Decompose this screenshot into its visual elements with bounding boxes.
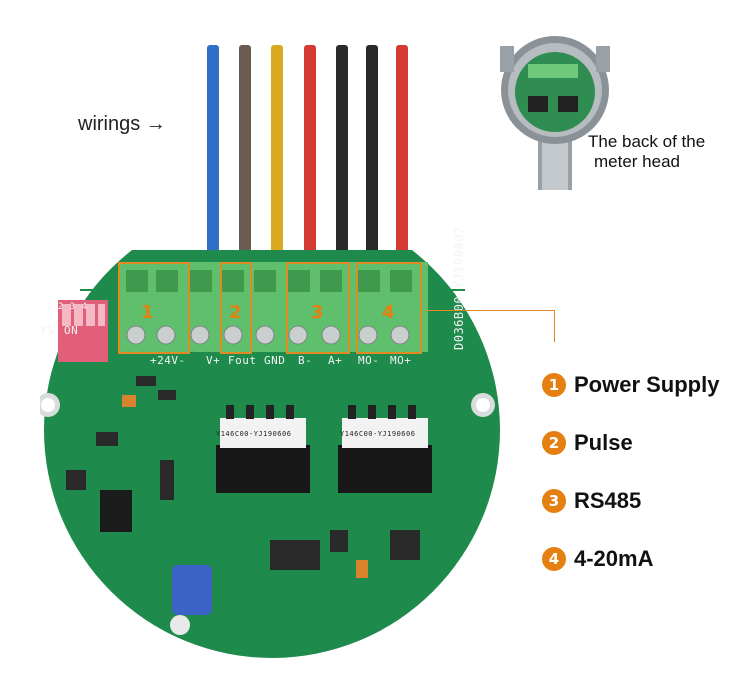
terminal-group-3-number: 3 (311, 302, 324, 323)
legend-badge: 3 (542, 489, 566, 513)
terminal-group-1-box (118, 262, 190, 354)
pin-label-moplus: MO+ (390, 354, 412, 367)
wire-red (304, 45, 316, 250)
terminal-group-4-box (356, 262, 422, 354)
legend-label: Pulse (574, 430, 633, 455)
pin-label-aplus: A+ (328, 354, 343, 367)
terminal-group-2-box (220, 262, 252, 354)
pin-label-bminus: B- (298, 354, 313, 367)
pcb-board (40, 250, 500, 658)
leader-line (425, 310, 555, 342)
wire-blue (207, 45, 219, 250)
pin-label-gnd: GND (264, 354, 286, 367)
caption-line-1: The back of the (588, 132, 706, 151)
pin-label-24v: +24V- (150, 354, 186, 367)
legend-label: 4-20mA (574, 546, 654, 571)
legend-item-rs485: 3 RS485 (542, 486, 641, 516)
legend-item-pulse: 2 Pulse (542, 428, 633, 458)
legend-badge: 1 (542, 373, 566, 397)
wire-brown (239, 45, 251, 250)
terminal-group-2-number: 2 (229, 302, 242, 323)
dip-numbers-label: 1 2 3 4 (46, 302, 88, 312)
transformer-a-label: Y146C00-YJ190606 (216, 430, 292, 438)
transformer-b-label: Y146C00-YJ190606 (340, 430, 416, 438)
legend-label: RS485 (574, 488, 642, 513)
terminal-group-4-number: 4 (382, 302, 395, 323)
pin-label-fout: Fout (228, 354, 257, 367)
dip-ys-label: YS (40, 324, 55, 337)
legend-item-4-20ma: 4 4-20mA (542, 544, 653, 574)
meter-head-caption: The back of the meter head (588, 132, 738, 172)
meter-head-photo (500, 36, 610, 190)
wire-red (396, 45, 408, 250)
legend-badge: 4 (542, 547, 566, 571)
wire-black (366, 45, 378, 250)
legend-badge: 2 (542, 431, 566, 455)
terminal-group-3-box (286, 262, 350, 354)
legend-item-power-supply: 1 Power Supply (542, 370, 719, 400)
wire-yellow (271, 45, 283, 250)
legend-label: Power Supply (574, 372, 720, 397)
terminal-group-1-number: 1 (141, 302, 154, 323)
wirings-label: wirings → (78, 113, 166, 135)
pin-label-mominus: MO- (358, 354, 380, 367)
caption-line-2: meter head (594, 152, 680, 171)
wire-black (336, 45, 348, 250)
pin-label-vplus: V+ (206, 354, 221, 367)
dip-on-label: ON (64, 324, 79, 337)
